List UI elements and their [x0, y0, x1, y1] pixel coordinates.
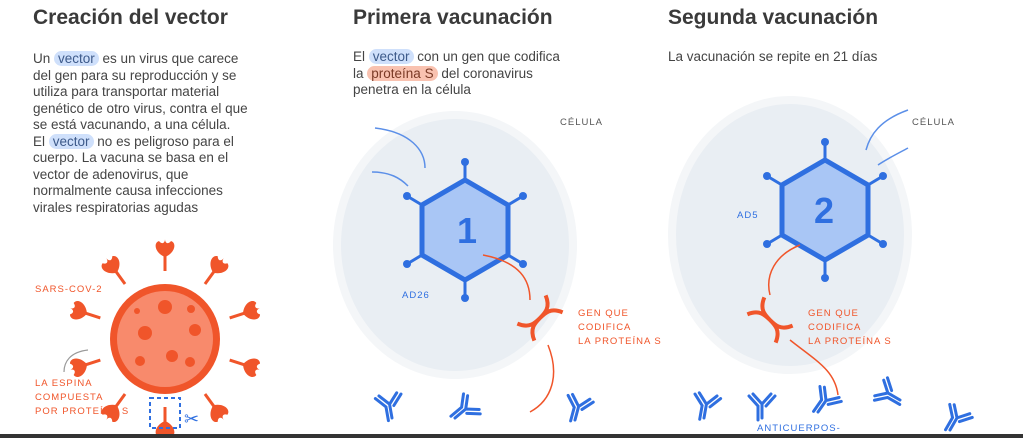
bottom-edge — [0, 434, 1023, 438]
vector-description: Un vector es un virus que carece del gen… — [33, 51, 258, 216]
text: El — [353, 49, 366, 64]
vector-ad5-icon: 2 — [763, 138, 887, 282]
protein-highlight: proteína S — [367, 65, 438, 81]
antibodies-icon — [373, 375, 975, 438]
title-second-vaccination: Segunda vacunación — [668, 6, 879, 29]
title-first-vaccination: Primera vacunación — [353, 6, 553, 29]
text: El — [33, 133, 46, 149]
title-vector-creation: Creación del vector — [33, 6, 228, 29]
spine-label: LA ESPINA — [35, 378, 93, 389]
spine-label: COMPUESTA — [35, 392, 103, 403]
vector-number: 2 — [814, 190, 834, 231]
vector-highlight: vector — [48, 133, 94, 149]
arrow-icon — [482, 254, 531, 301]
arrow-icon — [529, 344, 555, 413]
second-vaccination-description: La vacunación se repite en 21 días — [668, 49, 878, 64]
text: con un gen que codifica — [413, 49, 560, 64]
vector-highlight: vector — [54, 51, 99, 66]
vector-number: 1 — [457, 210, 477, 251]
scissors-icon: ✂ — [184, 409, 199, 429]
gene-label: CODIFICA — [578, 322, 631, 333]
pointer-line — [63, 349, 89, 373]
spine-label: POR PROTEÍNA S — [35, 406, 129, 417]
vector-highlight: vector — [368, 49, 414, 64]
text: es un virus que carece del gen para su r… — [33, 51, 248, 132]
gene-label: LA PROTEÍNA S — [578, 336, 662, 347]
sars-cov-2-label: SARS-COV-2 — [35, 284, 103, 295]
gene-label: GEN QUE — [578, 308, 629, 319]
entry-arrow-icon — [371, 127, 426, 187]
gene-label: GEN QUE — [808, 308, 859, 319]
arrow-icon — [768, 244, 801, 296]
text: no es peligroso para el cuerpo. La vacun… — [33, 133, 234, 215]
entry-arrow-icon — [865, 109, 909, 166]
cell-label: CÉLULA — [912, 117, 955, 128]
sars-cov-2-virus-icon: ✂ — [63, 237, 265, 438]
text: penetra en la célula — [353, 82, 471, 97]
cell-label: CÉLULA — [560, 117, 603, 128]
selection-box — [149, 397, 181, 429]
first-vaccination-description: El vector con un gen que codifica la pro… — [353, 49, 603, 99]
text: Un — [33, 51, 51, 66]
arrow-icon — [789, 339, 839, 396]
gene-label: LA PROTEÍNA S — [808, 336, 892, 347]
gene-label: CODIFICA — [808, 322, 861, 333]
vector-label: AD26 — [402, 290, 430, 301]
vector-label: AD5 — [737, 210, 758, 221]
antibodies-label: ANTICUERPOS- — [757, 423, 841, 434]
text: del coronavirus — [437, 65, 533, 81]
text: la — [353, 65, 364, 81]
